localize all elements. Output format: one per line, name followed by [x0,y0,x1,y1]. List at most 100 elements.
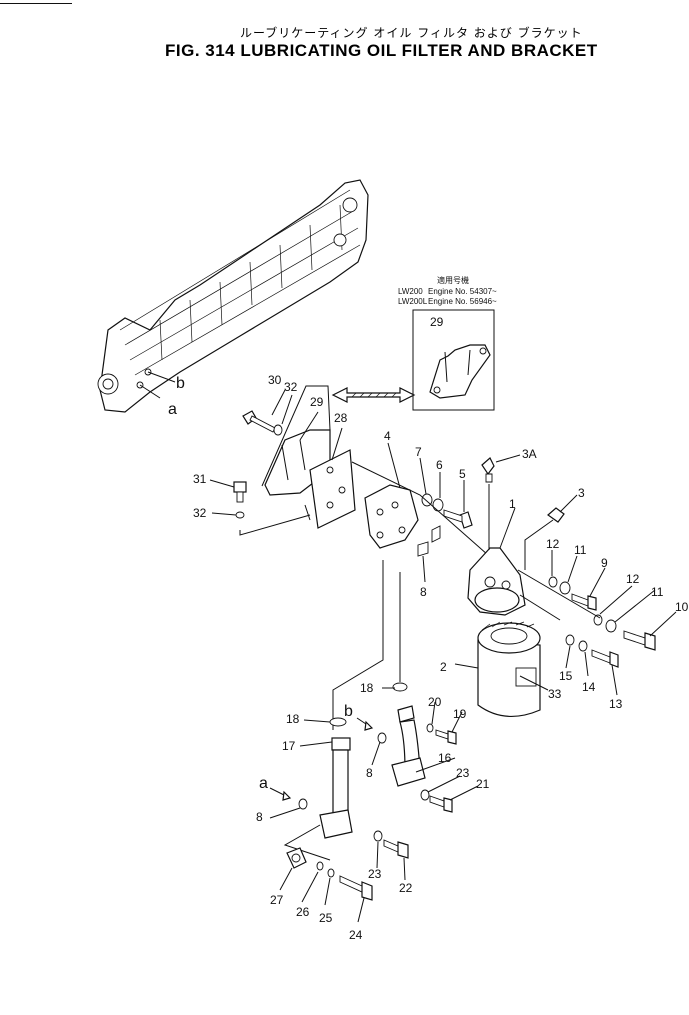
label-23-lower: 23 [368,867,382,881]
oring-8-middle [377,732,387,744]
applicability-model-2: LW200L [398,297,428,306]
leader-33 [519,675,549,691]
engine-block [97,179,369,413]
label-12-upper: 12 [546,537,560,551]
bracket-29-frame [261,385,331,487]
connector-b-pipe: b [344,703,353,720]
oil-filter-cartridge [477,621,541,718]
japanese-title: ルーブリケーティング オイル フィルタ および ブラケット [240,26,583,40]
bolt-9 [571,593,597,611]
inset-box [412,309,495,411]
washer-32-upper [273,424,283,436]
filter-head-1 [467,547,526,616]
gasket-8-upper [417,541,429,557]
label-23-upper: 23 [456,766,470,780]
label-3: 3 [578,486,585,500]
label-18-upper: 18 [360,681,374,695]
applicability-engine-1: Engine No. 54307~ [428,287,497,296]
connector-a-engine: a [168,401,177,418]
label-30: 30 [268,373,282,387]
leader-2 [454,663,479,669]
washer-15 [565,634,575,646]
label-10: 10 [675,600,689,614]
applicability-model-1: LW200 [398,287,423,296]
label-31: 31 [193,472,207,486]
connector-a-pipe: a [259,775,268,792]
label-16: 16 [438,751,452,765]
bolt-19 [435,729,457,745]
label-22: 22 [399,881,413,895]
label-25: 25 [319,911,333,925]
inset-bracket [429,344,491,399]
label-8-lower: 8 [256,810,263,824]
washer-25 [327,868,335,878]
pipe-16 [391,705,426,787]
label-21: 21 [476,777,490,791]
washer-6 [432,498,444,512]
label-2: 2 [440,660,447,674]
assembly-line-head [517,569,601,621]
label-5: 5 [459,467,466,481]
label-29: 29 [310,395,324,409]
bolt-5 [443,509,473,529]
label-7: 7 [415,445,422,459]
label-8-middle: 8 [366,766,373,780]
bolt-31 [233,481,247,503]
label-11-upper: 11 [574,543,587,557]
label-20: 20 [428,695,442,709]
leader-3 [524,519,554,570]
label-12-lower: 12 [626,572,640,586]
arrow-b-head [364,720,374,731]
corner-rule [0,3,72,4]
connector-b-engine: b [176,375,185,392]
bolt-21 [429,795,453,813]
assembly-line-bracket [351,461,506,571]
bolt-24 [339,875,373,901]
label-17: 17 [282,739,296,753]
label-32-lower: 32 [193,506,207,520]
applicability-engine-2: Engine No. 56946~ [428,297,497,306]
oring-18-upper [392,682,408,692]
bolt-10 [623,630,656,651]
washer-26 [316,861,324,871]
washer-32-lower [235,511,245,519]
arrow-a-head [282,790,292,801]
label-32-upper: 32 [284,380,298,394]
elbow-27 [286,847,307,869]
gasket-8-upper-b [431,525,441,543]
label-13: 13 [609,697,623,711]
plate-28 [304,449,356,529]
washer-23-lower [373,830,383,842]
label-28: 28 [334,411,348,425]
label-11-lower: 11 [651,585,664,599]
label-14: 14 [582,680,596,694]
oring-8-lower [298,798,308,810]
bolt-22 [383,839,409,859]
pipe-17 [319,737,353,839]
label-4: 4 [384,429,391,443]
bolt-30 [242,410,276,433]
label-9: 9 [601,556,608,570]
assembly-line-pipe [283,824,331,861]
fitting-3A [481,457,495,483]
washer-23-upper [420,789,430,801]
label-26: 26 [296,905,310,919]
leader-lines [209,389,677,923]
label-15: 15 [559,669,573,683]
bolt-13 [591,649,619,668]
washer-20 [426,723,434,733]
label-3A: 3A [522,447,537,461]
label-19: 19 [453,707,467,721]
part-labels: 29 30 32 29 28 4 7 6 5 3A 3 1 31 32 12 1… [193,315,689,942]
washer-11-lower [605,619,617,633]
figure-title: FIG. 314 LUBRICATING OIL FILTER AND BRAC… [165,41,598,60]
washer-12-upper [548,576,558,588]
leader-pipe-17 [332,560,384,730]
label-27: 27 [270,893,284,907]
leader-31-plate [239,514,311,536]
bracket-4 [364,484,419,549]
label-33: 33 [548,687,562,701]
label-1: 1 [509,497,516,511]
label-8-upper: 8 [420,585,427,599]
